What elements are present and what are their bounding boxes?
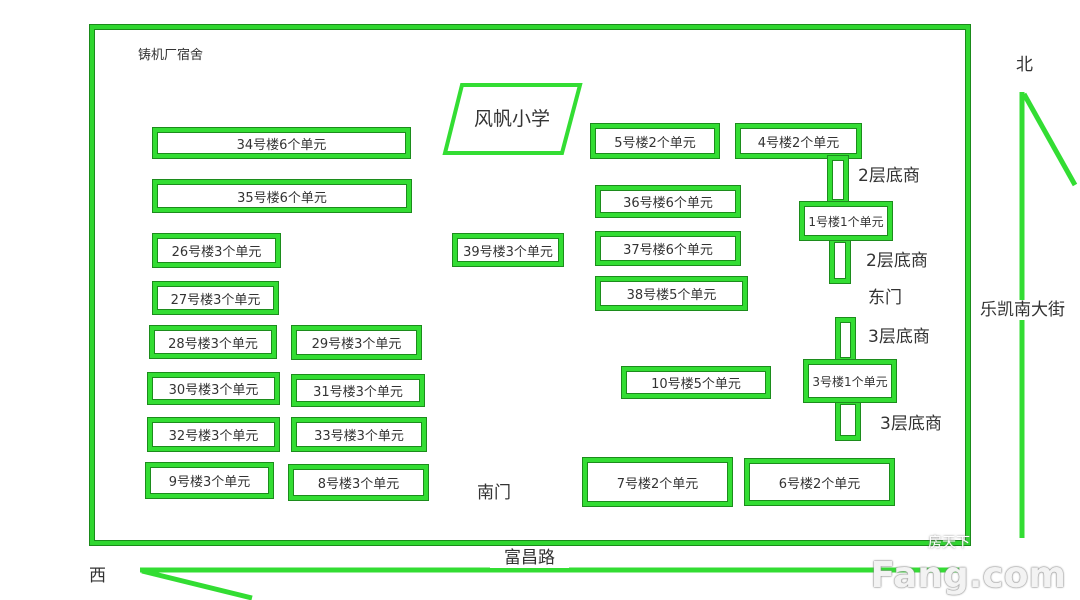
west-label: 西 [89,566,106,586]
building-33: 33号楼3个单元 [292,418,426,451]
building-29: 29号楼3个单元 [292,326,421,359]
building-6: 6号楼2个单元 [745,459,894,505]
building-4: 4号楼2个单元 [736,124,861,158]
south-gate-label: 南门 [477,483,511,503]
building-35: 35号楼6个单元 [153,180,411,212]
building-3-south-wing [836,400,860,440]
building-1-north-wing [828,156,848,204]
compound-title: 铸机厂宿舍 [138,48,204,63]
south-road-diagonal [141,568,253,600]
building-3: 3号楼1个单元 [804,360,896,402]
building-39: 39号楼3个单元 [453,234,563,266]
compound-boundary [90,25,970,545]
building-27: 27号楼3个单元 [153,282,278,314]
shop-label-2f-south: 2层底商 [866,251,928,271]
building-9: 9号楼3个单元 [146,463,273,498]
fengfan-school-label: 风帆小学 [474,108,551,130]
building-26: 26号楼3个单元 [153,234,280,267]
building-30: 30号楼3个单元 [148,373,279,404]
building-3-north-wing [836,318,855,362]
north-label: 北 [1016,55,1033,75]
fuchang-road-label: 富昌路 [490,548,569,569]
building-28: 28号楼3个单元 [150,326,276,358]
building-36: 36号楼6个单元 [596,186,740,217]
building-7: 7号楼2个单元 [583,458,732,506]
building-5: 5号楼2个单元 [591,124,719,158]
building-1-south-wing [830,238,850,283]
building-38: 38号楼5个单元 [596,277,747,310]
lekai-south-street-label: 乐凯南大街 [980,300,1065,321]
building-31: 31号楼3个单元 [292,375,424,406]
shop-label-3f-south: 3层底商 [880,414,942,434]
building-34: 34号楼6个单元 [153,128,410,158]
building-32: 32号楼3个单元 [148,418,279,451]
east-gate-label: 东门 [868,288,902,308]
building-10: 10号楼5个单元 [622,367,770,398]
shop-label-3f-north: 3层底商 [868,327,930,347]
watermark-logo: Fang.com [870,555,1066,596]
shop-label-2f-north: 2层底商 [858,166,920,186]
building-8: 8号楼3个单元 [289,465,428,500]
building-1: 1号楼1个单元 [800,202,892,240]
building-37: 37号楼6个单元 [596,232,740,265]
east-road-diagonal [1021,92,1078,187]
fengfan-school-outline [442,83,583,155]
watermark-cn: 房天下 [928,535,970,551]
